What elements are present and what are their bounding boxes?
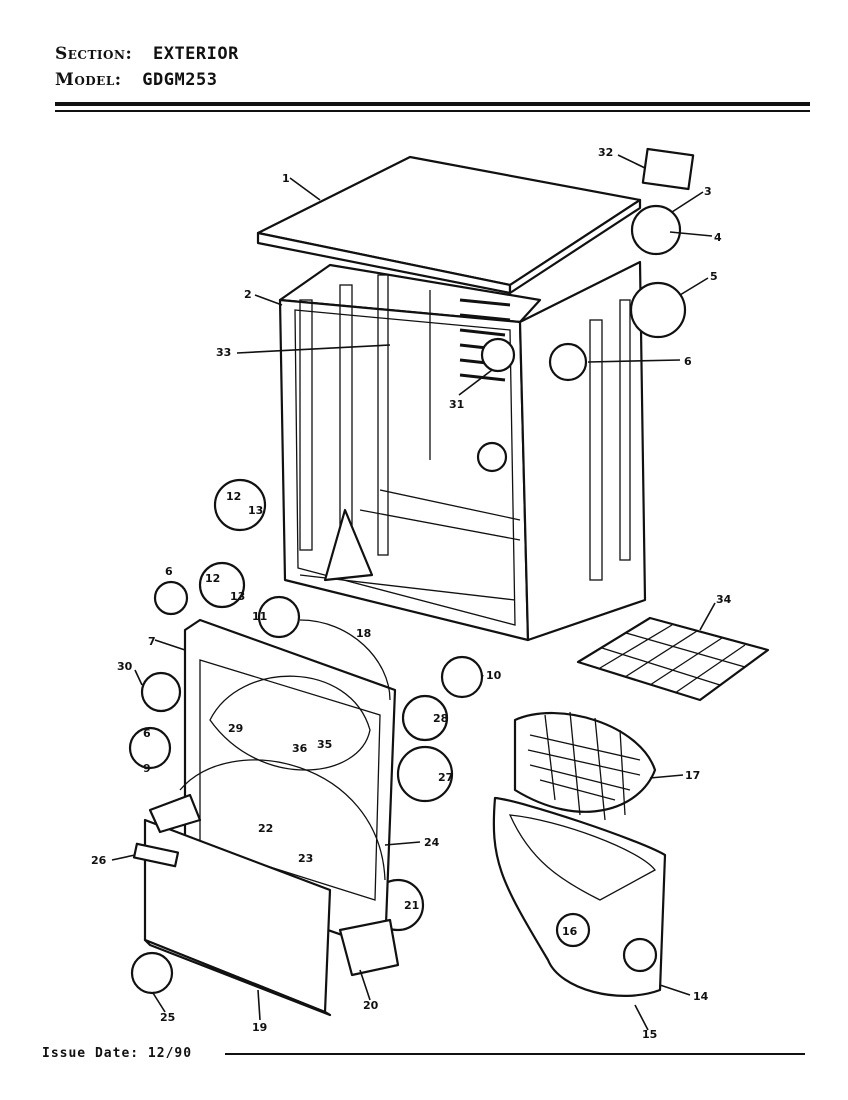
part-28-detail xyxy=(401,694,449,742)
part-6-detail xyxy=(548,342,588,382)
inner-door xyxy=(179,759,400,977)
part-10-detail xyxy=(440,655,484,699)
callout-6a: 6 xyxy=(684,355,692,368)
part-8-9-detail xyxy=(128,726,172,770)
issue-label: Issue Date: xyxy=(42,1046,140,1061)
callout-12a: 12 xyxy=(226,490,241,503)
part-12-13-detail-2 xyxy=(198,561,246,609)
issue-value: 12/90 xyxy=(147,1046,193,1061)
callout-30: 30 xyxy=(117,660,133,673)
section-label: Section: xyxy=(55,44,133,64)
callout-26: 26 xyxy=(91,854,107,867)
callout-10: 10 xyxy=(486,669,502,682)
callout-21: 21 xyxy=(404,899,419,912)
part-12-13-detail xyxy=(213,478,267,532)
callout-31: 31 xyxy=(449,398,464,411)
callout-24: 24 xyxy=(424,836,440,849)
model-value: GDGM253 xyxy=(142,70,218,90)
callout-17: 17 xyxy=(685,769,700,782)
callout-11: 11 xyxy=(252,610,267,623)
part-8-detail xyxy=(153,580,189,616)
callout-13a: 13 xyxy=(248,504,263,517)
callout-14: 14 xyxy=(693,990,709,1003)
model-header: Model: GDGM253 xyxy=(55,70,217,90)
model-label: Model: xyxy=(55,70,122,90)
callout-4: 4 xyxy=(714,231,722,244)
callout-7: 7 xyxy=(148,635,156,648)
callout-32: 32 xyxy=(598,146,613,159)
leader-lines xyxy=(111,154,716,1031)
callout-6b: 6 xyxy=(165,565,173,578)
callout-19: 19 xyxy=(252,1021,267,1034)
callout-29: 29 xyxy=(228,722,243,735)
lint-duct xyxy=(492,796,667,997)
callout-36: 36 xyxy=(292,742,308,755)
callout-12b: 12 xyxy=(205,572,220,585)
part-30-detail xyxy=(140,671,182,713)
callout-18: 18 xyxy=(356,627,371,640)
callout-25: 25 xyxy=(160,1011,175,1024)
door xyxy=(132,793,332,1017)
part-3-4-detail xyxy=(630,204,682,256)
callout-22: 22 xyxy=(258,822,273,835)
detail-bubbles xyxy=(128,204,687,995)
drying-rack xyxy=(576,616,770,702)
cabinet xyxy=(278,260,647,642)
callout-3: 3 xyxy=(704,185,712,198)
callout-1: 1 xyxy=(282,172,290,185)
callout-15: 15 xyxy=(642,1028,657,1041)
callout-33: 33 xyxy=(216,346,231,359)
callout-27: 27 xyxy=(438,771,453,784)
callout-34: 34 xyxy=(716,593,732,606)
callout-28: 28 xyxy=(433,712,448,725)
callout-labels: 1 2 3 4 5 6 6 6 7 9 10 11 12 12 13 13 14… xyxy=(91,146,732,1041)
callout-6c: 6 xyxy=(143,727,151,740)
callout-23: 23 xyxy=(298,852,313,865)
callout-35: 35 xyxy=(317,738,332,751)
callout-9: 9 xyxy=(143,762,151,775)
top-panel xyxy=(256,155,642,295)
callout-16: 16 xyxy=(562,925,578,938)
part-5-detail xyxy=(629,281,687,339)
callout-2: 2 xyxy=(244,288,252,301)
issue-date: Issue Date: 12/90 xyxy=(42,1046,192,1061)
section-header: Section: EXTERIOR xyxy=(55,44,239,64)
footer-rule xyxy=(225,1053,805,1055)
part-31-detail xyxy=(480,337,516,373)
callout-13b: 13 xyxy=(230,590,245,603)
header-rule-thin xyxy=(55,110,810,112)
section-value: EXTERIOR xyxy=(152,44,239,64)
part-27-detail xyxy=(396,745,454,803)
control-bracket xyxy=(641,147,695,191)
callout-5: 5 xyxy=(710,270,718,283)
part-25-detail xyxy=(130,951,174,995)
header-rule-thick xyxy=(55,102,810,106)
lint-filter xyxy=(513,711,657,821)
part-11-detail xyxy=(257,595,301,639)
callout-20: 20 xyxy=(363,999,379,1012)
